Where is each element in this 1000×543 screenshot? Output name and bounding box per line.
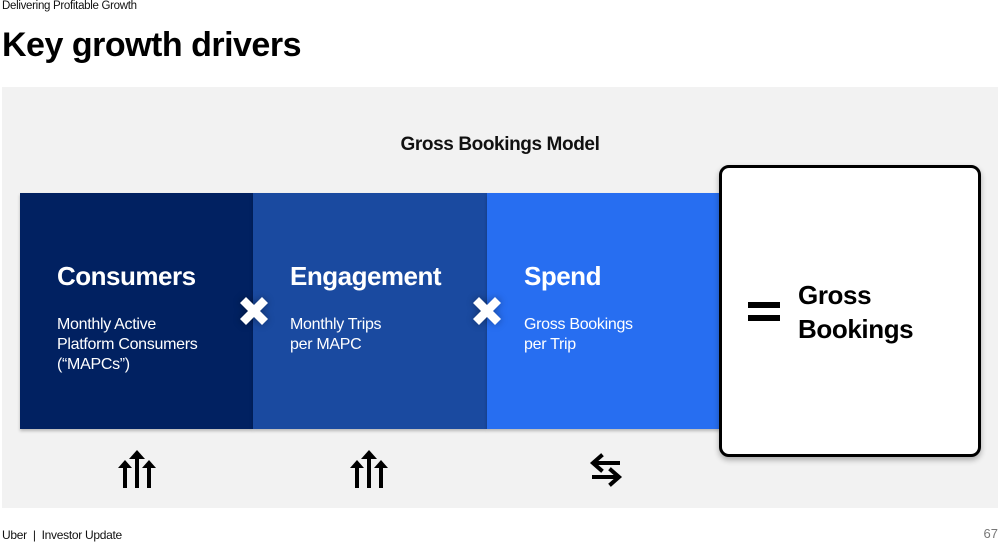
- exchange-arrows-icon: [589, 453, 623, 487]
- driver-title: Consumers: [57, 261, 196, 291]
- driver-card-consumers: Consumers Monthly Active Platform Consum…: [20, 193, 253, 429]
- driver-subtitle: Monthly Active Platform Consumers (“MAPC…: [57, 316, 198, 373]
- footer-left: Uber | Investor Update: [2, 528, 122, 542]
- footer-section: Investor Update: [41, 528, 123, 542]
- equals-icon: [748, 302, 780, 322]
- slide-title: Key growth drivers: [2, 26, 301, 64]
- result-card-gross-bookings: Gross Bookings: [719, 165, 981, 457]
- driver-title: Engagement: [290, 261, 442, 291]
- footer-separator: |: [32, 528, 36, 542]
- model-title: Gross Bookings Model: [400, 134, 600, 155]
- result-label: Gross Bookings: [798, 280, 914, 344]
- driver-card-engagement: Engagement Monthly Trips per MAPC: [253, 193, 487, 429]
- footer-brand: Uber: [2, 528, 27, 542]
- slide-kicker: Delivering Profitable Growth: [2, 0, 137, 12]
- driver-card-spend: Spend Gross Bookings per Trip: [487, 193, 720, 429]
- multiply-icon: [473, 297, 501, 325]
- trending-up-arrows-icon: [350, 450, 388, 488]
- trending-up-arrows-icon: [118, 450, 156, 488]
- multiply-icon: [240, 297, 268, 325]
- driver-subtitle: Monthly Trips per MAPC: [290, 316, 382, 353]
- driver-subtitle: Gross Bookings per Trip: [524, 316, 633, 353]
- driver-title: Spend: [524, 261, 601, 291]
- page-number: 67: [983, 526, 998, 541]
